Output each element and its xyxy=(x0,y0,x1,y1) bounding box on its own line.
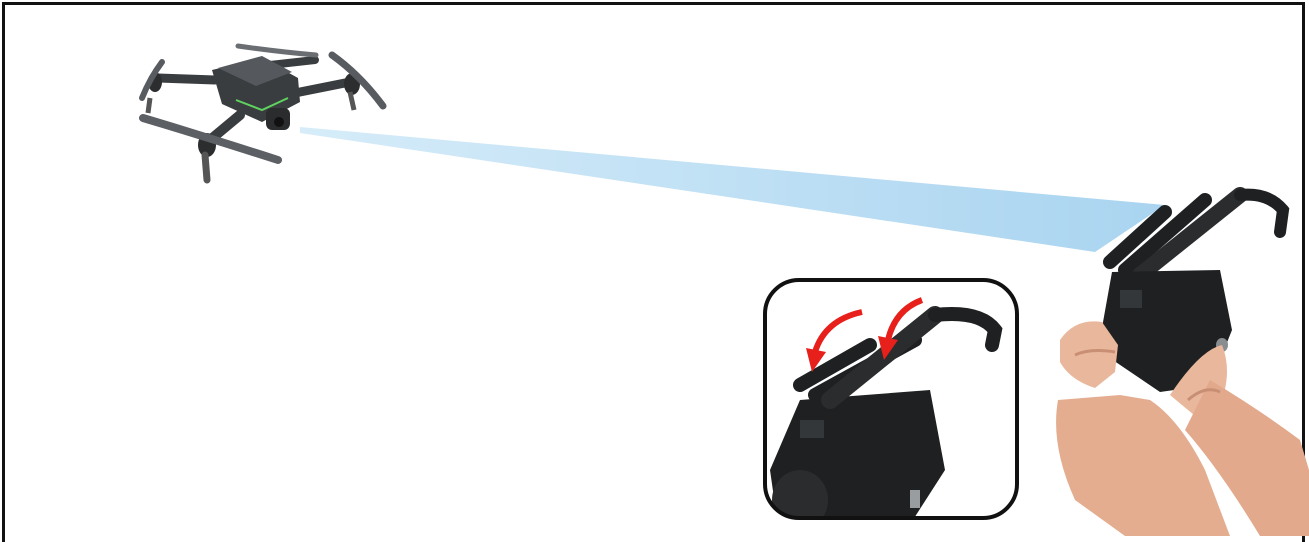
curved-arrow-icon xyxy=(806,348,826,372)
antenna-fold-detail-icon xyxy=(763,278,1019,520)
signal-beam xyxy=(300,127,1165,252)
remote-controller-icon xyxy=(1098,187,1290,392)
curved-arrow-icon xyxy=(878,336,898,360)
hands-holding-controller-icon xyxy=(1056,321,1309,536)
quadcopter-drone-icon xyxy=(139,43,387,184)
